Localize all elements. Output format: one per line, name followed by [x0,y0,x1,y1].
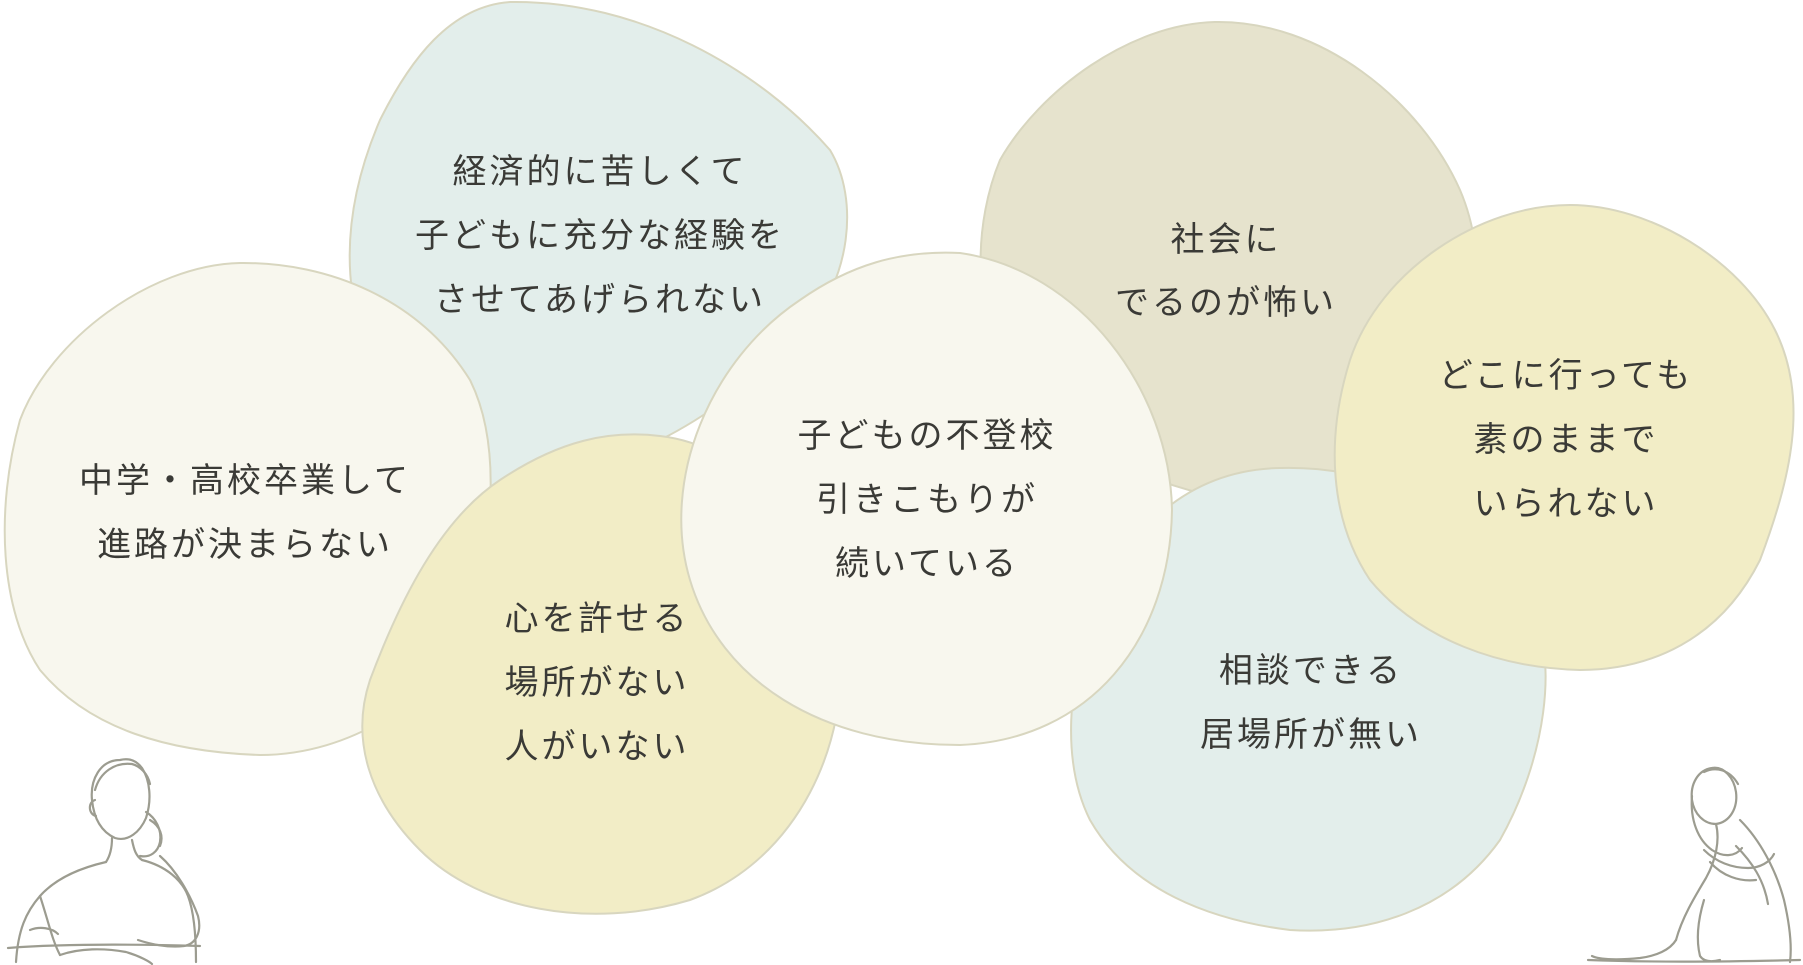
bubble-school-line-2: 引きこもりが [816,480,1038,520]
bubble-heart-line-2: 場所がない [505,663,690,703]
bubble-school-line-1: 子どもの不登校 [798,416,1057,456]
bubble-anywhere: どこに行っても 素のままで いられない [1439,356,1694,524]
bubble-economic-line-3: させてあげられない [434,280,766,320]
bubble-anywhere-line-1: どこに行っても [1439,356,1694,396]
bubble-heart-line-3: 人がいない [505,727,690,767]
bubble-society-line-2: でるのが怖い [1115,283,1337,323]
bubble-school-shape [680,251,1174,747]
bubble-anywhere-line-3: いられない [1474,484,1659,524]
bubble-society: 社会に でるのが怖い [1115,220,1337,323]
bubble-heart: 心を許せる 場所がない 人がいない [505,599,690,767]
bubble-heart-line-1: 心を許せる [505,599,690,639]
bubble-consult: 相談できる 居場所が無い [1200,651,1422,755]
bubble-career-line-2: 進路が決まらない [97,525,393,565]
bubble-consult-line-2: 居場所が無い [1200,715,1422,755]
bubble-economic-line-1: 経済的に苦しくて [453,152,748,192]
bubble-school: 子どもの不登校 引きこもりが 続いている [798,416,1057,584]
bubble-society-line-1: 社会に [1171,220,1282,260]
bubble-career-shape [3,261,492,757]
bubble-economic: 経済的に苦しくて 子どもに充分な経験を させてあげられない [415,152,785,320]
sitting-girl-illustration [1586,766,1802,964]
bubble-anywhere-shape [1333,203,1795,672]
thinking-man-illustration [6,758,202,965]
bubble-career: 中学・高校卒業して 進路が決まらない [79,461,411,565]
bubble-consult-line-1: 相談できる [1219,651,1403,691]
bubble-career-line-1: 中学・高校卒業して [79,461,411,501]
bubble-economic-line-2: 子どもに充分な経験を [415,216,785,256]
bubble-anywhere-line-2: 素のままで [1474,420,1659,460]
bubble-school-line-3: 続いている [835,544,1019,584]
